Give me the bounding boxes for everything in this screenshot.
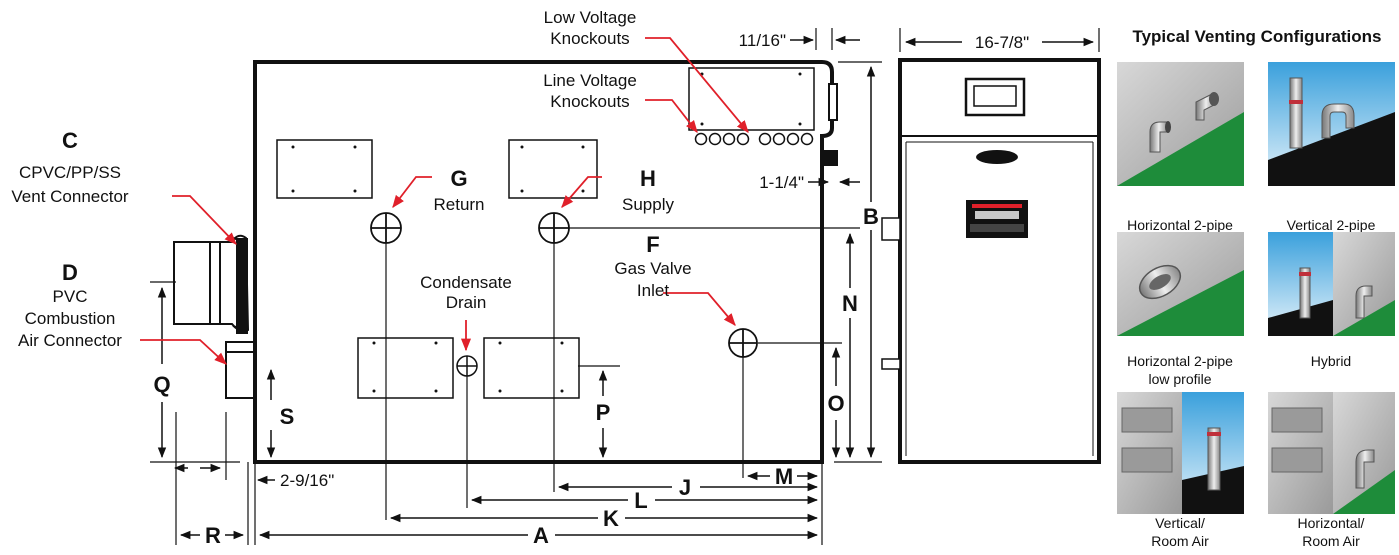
dim-left-offset: 2-9/16" [280, 471, 334, 490]
f-letter: F [646, 232, 659, 257]
dim-side-offset: 1-1/4" [759, 173, 804, 192]
d-text: Combustion [25, 309, 116, 328]
dim-q: Q [153, 372, 170, 397]
vent-caption: Vertical/ [1155, 515, 1205, 531]
vent-thumbnail-horizontal-low-profile [1117, 232, 1244, 336]
g-text: Return [433, 195, 484, 214]
h-letter: H [640, 166, 656, 191]
dim-k: K [603, 506, 619, 531]
dim-b: B [863, 204, 879, 229]
f-text: Inlet [637, 281, 669, 300]
brand-badge [966, 200, 1028, 238]
vent-caption: Horizontal 2-pipe [1127, 217, 1233, 233]
condensate-drain [456, 355, 478, 377]
g-letter: G [450, 166, 467, 191]
low-voltage-label: Knockouts [550, 29, 629, 48]
line-voltage-label: Line Voltage [543, 71, 637, 90]
boiler-side-view [881, 28, 1101, 464]
supply-connection [538, 212, 570, 244]
condensate-label: Drain [446, 293, 487, 312]
dim-s: S [280, 404, 295, 429]
dim-r: R [205, 523, 221, 548]
access-panel [276, 139, 598, 399]
vent-caption: Horizontal 2-pipe [1127, 353, 1233, 369]
d-letter: D [62, 260, 78, 285]
d-text: Air Connector [18, 331, 122, 350]
dim-m: M [775, 464, 793, 489]
boiler-front-view [150, 28, 882, 545]
gas-valve-inlet [728, 328, 758, 358]
venting-configurations: Typical Venting Configurations Horizonta… [1117, 27, 1395, 549]
dim-l: L [634, 488, 647, 513]
dim-n: N [842, 291, 858, 316]
line-voltage-label: Knockouts [550, 92, 629, 111]
knockout-holes [694, 132, 814, 146]
c-letter: C [62, 128, 78, 153]
return-connection [370, 212, 402, 244]
vent-caption: Vertical 2-pipe [1287, 217, 1376, 233]
dim-a: A [533, 523, 549, 548]
condensate-label: Condensate [420, 273, 512, 292]
dim-side-width: 16-7/8" [975, 33, 1029, 52]
vent-thumbnail-vertical-room-air [1117, 392, 1244, 514]
dim-p: P [596, 400, 611, 425]
d-text: PVC [53, 287, 88, 306]
vent-thumbnail-horizontal-2pipe [1117, 62, 1244, 186]
vent-caption: Hybrid [1311, 353, 1351, 369]
combustion-air-connector [225, 341, 255, 399]
h-text: Supply [622, 195, 674, 214]
electrical-box [688, 67, 815, 131]
callout-leaders [140, 37, 749, 365]
vent-caption: low profile [1148, 371, 1211, 387]
c-text: Vent Connector [11, 187, 129, 206]
low-voltage-label: Low Voltage [544, 8, 637, 27]
dim-o: O [827, 391, 844, 416]
vent-thumbnail-horizontal-room-air [1268, 392, 1395, 514]
vent-caption: Room Air [1302, 533, 1360, 549]
status-light [976, 150, 1018, 164]
dim-top-offset: 11/16" [739, 31, 786, 50]
dim-j: J [679, 475, 691, 500]
vent-thumbnail-vertical-2pipe [1268, 62, 1395, 186]
diagram-labels: Low Voltage Knockouts Line Voltage Knock… [11, 8, 1029, 548]
vent-thumbnail-hybrid [1268, 232, 1395, 336]
vent-title: Typical Venting Configurations [1132, 27, 1381, 46]
vent-caption: Horizontal/ [1298, 515, 1365, 531]
f-text: Gas Valve [614, 259, 691, 278]
vent-caption: Room Air [1151, 533, 1209, 549]
c-text: CPVC/PP/SS [19, 163, 121, 182]
